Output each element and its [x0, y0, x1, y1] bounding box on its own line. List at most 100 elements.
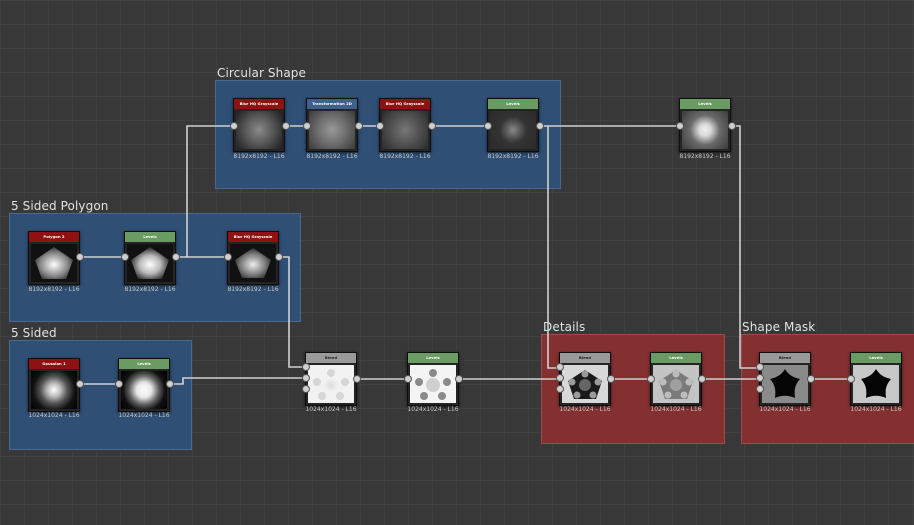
node-resolution: 8192x8192 - L16 [227, 286, 279, 293]
input-port[interactable] [556, 385, 564, 393]
node-header: Levels [119, 359, 169, 369]
node-levels-3[interactable]: Levels [124, 231, 176, 285]
node-header: Blend [560, 353, 610, 363]
node-blend-2[interactable]: Blend [559, 352, 611, 406]
node-blend-3[interactable]: Blend [759, 352, 811, 406]
node-levels-1[interactable]: Levels [487, 98, 539, 152]
node-resolution: 1024x1024 - L16 [118, 412, 170, 419]
node-header: Levels [125, 232, 175, 242]
output-port[interactable] [455, 375, 463, 383]
node-thumbnail [31, 371, 77, 409]
node-levels-2[interactable]: Levels [679, 98, 731, 152]
node-header: Blend [760, 353, 810, 363]
frame-title-circular-shape: Circular Shape [217, 66, 306, 80]
node-blur-hq-grayscale-1[interactable]: Blur HQ Grayscale [233, 98, 285, 152]
blend-thumbnail [410, 365, 456, 403]
star-thumbnail [853, 365, 899, 403]
output-port[interactable] [428, 122, 436, 130]
node-transformation-2d[interactable]: Transformation 2D [306, 98, 358, 152]
node-polygon-2[interactable]: Polygon 2 [28, 231, 80, 285]
node-header: Levels [408, 353, 458, 363]
node-thumbnail [121, 371, 167, 409]
node-header: Blend [306, 353, 356, 363]
node-header: Levels [851, 353, 901, 363]
input-port[interactable] [303, 122, 311, 130]
output-port[interactable] [698, 375, 706, 383]
input-port[interactable] [224, 253, 232, 261]
node-resolution: 8192x8192 - L16 [306, 153, 358, 160]
polygon-thumbnail [230, 244, 276, 282]
input-port[interactable] [484, 122, 492, 130]
output-port[interactable] [76, 380, 84, 388]
node-resolution: 1024x1024 - L16 [28, 412, 80, 419]
node-resolution: 1024x1024 - L16 [305, 406, 357, 413]
input-port[interactable] [302, 363, 310, 371]
output-port[interactable] [172, 253, 180, 261]
output-port[interactable] [166, 380, 174, 388]
output-port[interactable] [275, 253, 283, 261]
input-port[interactable] [756, 374, 764, 382]
polygon-thumbnail [127, 244, 173, 282]
node-header: Levels [651, 353, 701, 363]
input-port[interactable] [115, 380, 123, 388]
node-resolution: 8192x8192 - L16 [28, 286, 80, 293]
node-levels-5[interactable]: Levels [407, 352, 459, 406]
node-blend-1[interactable]: Blend [305, 352, 357, 406]
frame-title-5-sided-polygon: 5 Sided Polygon [11, 199, 109, 213]
node-resolution: 1024x1024 - L16 [759, 406, 811, 413]
input-port[interactable] [556, 374, 564, 382]
node-thumbnail [682, 111, 728, 149]
blend-thumbnail [653, 365, 699, 403]
input-port[interactable] [676, 122, 684, 130]
node-thumbnail [490, 111, 536, 149]
input-port[interactable] [404, 375, 412, 383]
output-port[interactable] [355, 122, 363, 130]
blend-thumbnail [562, 365, 608, 403]
node-resolution: 1024x1024 - L16 [407, 406, 459, 413]
output-port[interactable] [536, 122, 544, 130]
node-header: Blur HQ Grayscale [234, 99, 284, 109]
node-resolution: 1024x1024 - L16 [650, 406, 702, 413]
node-blur-hq-grayscale-3[interactable]: Blur HQ Grayscale [227, 231, 279, 285]
output-port[interactable] [728, 122, 736, 130]
node-levels-4[interactable]: Levels [118, 358, 170, 412]
node-header: Blur HQ Grayscale [228, 232, 278, 242]
node-resolution: 8192x8192 - L16 [124, 286, 176, 293]
node-header: Gaussian 1 [29, 359, 79, 369]
output-port[interactable] [807, 375, 815, 383]
frame-title-shape-mask: Shape Mask [742, 320, 816, 334]
node-thumbnail [382, 111, 428, 149]
output-port[interactable] [353, 375, 361, 383]
input-port[interactable] [647, 375, 655, 383]
frame-title-5-sided: 5 Sided [11, 326, 57, 340]
input-port[interactable] [121, 253, 129, 261]
input-port[interactable] [556, 363, 564, 371]
node-header: Levels [488, 99, 538, 109]
node-levels-6[interactable]: Levels [650, 352, 702, 406]
frame-title-details: Details [543, 320, 586, 334]
node-thumbnail [236, 111, 282, 149]
node-resolution: 1024x1024 - L16 [850, 406, 902, 413]
node-resolution: 8192x8192 - L16 [679, 153, 731, 160]
node-resolution: 8192x8192 - L16 [379, 153, 431, 160]
output-port[interactable] [76, 253, 84, 261]
input-port[interactable] [302, 374, 310, 382]
star-thumbnail [762, 365, 808, 403]
output-port[interactable] [607, 375, 615, 383]
input-port[interactable] [376, 122, 384, 130]
input-port[interactable] [756, 385, 764, 393]
input-port[interactable] [230, 122, 238, 130]
input-port[interactable] [756, 363, 764, 371]
node-resolution: 1024x1024 - L16 [559, 406, 611, 413]
node-gaussian-1[interactable]: Gaussian 1 [28, 358, 80, 412]
node-header: Polygon 2 [29, 232, 79, 242]
node-thumbnail [309, 111, 355, 149]
node-blur-hq-grayscale-2[interactable]: Blur HQ Grayscale [379, 98, 431, 152]
output-port[interactable] [282, 122, 290, 130]
input-port[interactable] [302, 385, 310, 393]
input-port[interactable] [847, 375, 855, 383]
node-levels-7[interactable]: Levels [850, 352, 902, 406]
node-resolution: 8192x8192 - L16 [487, 153, 539, 160]
